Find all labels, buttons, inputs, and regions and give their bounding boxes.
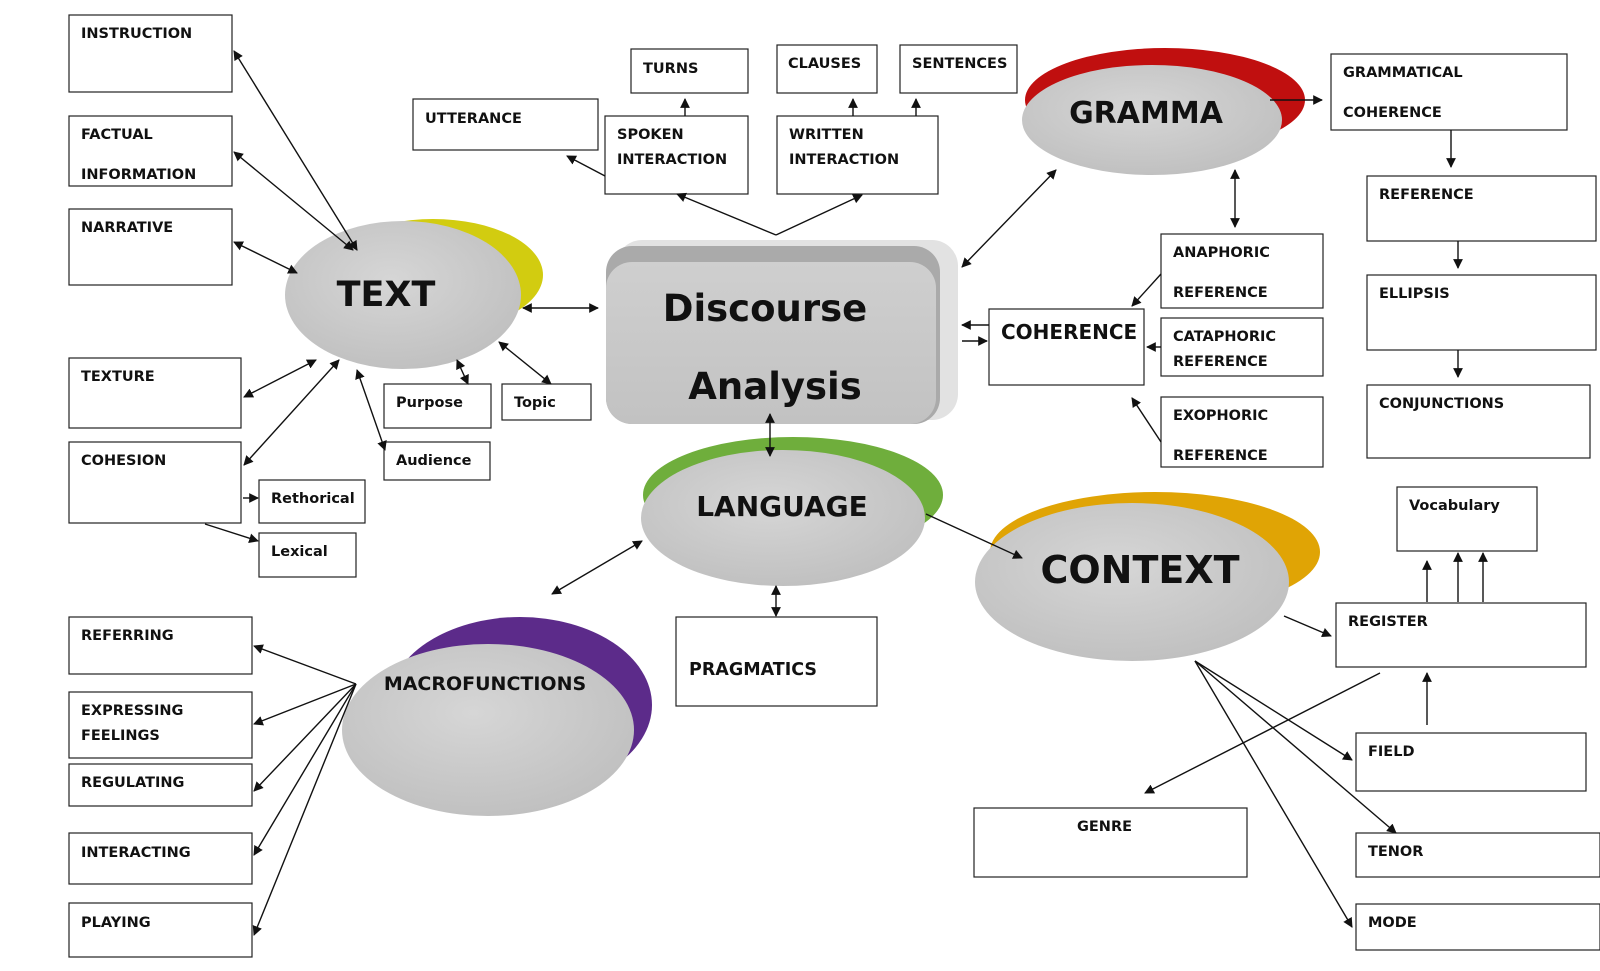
svg-text:SPOKEN: SPOKEN: [617, 127, 684, 143]
box-register: REGISTER: [1335, 602, 1587, 668]
node-grammar: GRAMMA: [1022, 48, 1305, 175]
svg-text:MODE: MODE: [1368, 915, 1417, 931]
svg-text:UTTERANCE: UTTERANCE: [425, 111, 522, 127]
svg-text:INTERACTION: INTERACTION: [789, 152, 899, 168]
node-grammar-label: GRAMMA: [1069, 96, 1224, 131]
svg-text:PRAGMATICS: PRAGMATICS: [689, 660, 817, 680]
svg-text:REGULATING: REGULATING: [81, 775, 184, 791]
box-utterance: UTTERANCE: [412, 98, 599, 151]
svg-text:FEELINGS: FEELINGS: [81, 728, 160, 744]
box-exophoric-reference: EXOPHORIC REFERENCE: [1160, 396, 1324, 468]
box-lexical: Lexical: [258, 532, 357, 578]
box-spoken-interaction: SPOKEN INTERACTION: [604, 115, 749, 195]
svg-text:COHERENCE: COHERENCE: [1343, 105, 1442, 121]
box-coherence: COHERENCE: [988, 308, 1145, 386]
box-cohesion: COHESION: [68, 441, 242, 524]
svg-text:REFERENCE: REFERENCE: [1173, 285, 1268, 301]
node-context: CONTEXT: [975, 492, 1320, 661]
svg-text:FIELD: FIELD: [1368, 744, 1414, 760]
box-conjunctions: CONJUNCTIONS: [1366, 384, 1591, 459]
box-ellipsis: ELLIPSIS: [1366, 274, 1597, 351]
node-language-label: LANGUAGE: [696, 490, 868, 523]
box-vocabulary: Vocabulary: [1396, 486, 1538, 552]
box-referring: REFERRING: [68, 616, 253, 675]
svg-text:COHERENCE: COHERENCE: [1001, 320, 1137, 344]
svg-text:WRITTEN: WRITTEN: [789, 127, 864, 143]
box-narrative: NARRATIVE: [68, 208, 233, 286]
box-playing: PLAYING: [68, 902, 253, 958]
svg-text:INSTRUCTION: INSTRUCTION: [81, 26, 192, 42]
box-field: FIELD: [1355, 732, 1587, 792]
box-genre: GENRE: [973, 807, 1248, 878]
box-anaphoric-reference: ANAPHORIC REFERENCE: [1160, 233, 1324, 309]
box-written-interaction: WRITTEN INTERACTION: [776, 115, 939, 195]
connectors: [204, 50, 1488, 936]
box-sentences: SENTENCES: [899, 44, 1018, 94]
svg-text:EXPRESSING: EXPRESSING: [81, 703, 183, 719]
svg-text:TEXTURE: TEXTURE: [81, 369, 155, 385]
box-regulating: REGULATING: [68, 763, 253, 807]
svg-text:PLAYING: PLAYING: [81, 915, 151, 931]
node-text-label: TEXT: [337, 275, 436, 315]
box-texture: TEXTURE: [68, 357, 242, 429]
svg-text:CLAUSES: CLAUSES: [788, 56, 861, 72]
svg-text:FACTUAL: FACTUAL: [81, 127, 153, 143]
box-interacting: INTERACTING: [68, 832, 253, 885]
svg-text:TURNS: TURNS: [643, 61, 698, 77]
node-language: LANGUAGE: [641, 437, 943, 586]
svg-text:REFERRING: REFERRING: [81, 628, 174, 644]
svg-text:Audience: Audience: [396, 453, 472, 469]
center-title-line1: Discourse: [663, 287, 867, 330]
svg-text:EXOPHORIC: EXOPHORIC: [1173, 408, 1268, 424]
center-discourse-analysis: Discourse Analysis: [606, 240, 958, 424]
box-topic: Topic: [501, 383, 592, 421]
svg-text:CONJUNCTIONS: CONJUNCTIONS: [1379, 396, 1504, 412]
svg-text:Topic: Topic: [514, 395, 556, 411]
svg-text:NARRATIVE: NARRATIVE: [81, 220, 173, 236]
svg-text:TENOR: TENOR: [1368, 844, 1423, 860]
svg-text:Purpose: Purpose: [396, 395, 463, 411]
svg-text:ANAPHORIC: ANAPHORIC: [1173, 245, 1270, 261]
box-factual-information: FACTUAL INFORMATION: [68, 115, 233, 187]
svg-text:Vocabulary: Vocabulary: [1409, 498, 1500, 514]
box-mode: MODE: [1355, 903, 1600, 951]
svg-text:COHESION: COHESION: [81, 453, 166, 469]
svg-text:GRAMMATICAL: GRAMMATICAL: [1343, 65, 1463, 81]
box-turns: TURNS: [630, 48, 749, 94]
box-purpose: Purpose: [383, 383, 492, 429]
box-rethorical: Rethorical: [258, 479, 366, 524]
svg-text:SENTENCES: SENTENCES: [912, 56, 1007, 72]
box-pragmatics: PRAGMATICS: [675, 616, 878, 707]
node-macrofunctions-label: MACROFUNCTIONS: [384, 673, 586, 695]
box-instruction: INSTRUCTION: [68, 14, 233, 93]
center-title-line2: Analysis: [688, 365, 861, 408]
svg-text:REFERENCE: REFERENCE: [1173, 354, 1268, 370]
svg-text:CATAPHORIC: CATAPHORIC: [1173, 329, 1276, 345]
svg-text:Rethorical: Rethorical: [271, 491, 355, 507]
box-grammatical-coherence: GRAMMATICAL COHERENCE: [1330, 53, 1568, 131]
svg-text:REGISTER: REGISTER: [1348, 614, 1428, 630]
svg-text:Lexical: Lexical: [271, 544, 328, 560]
svg-text:INTERACTION: INTERACTION: [617, 152, 727, 168]
svg-text:ELLIPSIS: ELLIPSIS: [1379, 286, 1450, 302]
box-audience: Audience: [383, 441, 491, 481]
box-tenor: TENOR: [1355, 832, 1600, 878]
svg-text:INTERACTING: INTERACTING: [81, 845, 191, 861]
box-reference: REFERENCE: [1366, 175, 1597, 242]
box-cataphoric-reference: CATAPHORIC REFERENCE: [1160, 317, 1324, 377]
svg-text:INFORMATION: INFORMATION: [81, 167, 196, 183]
svg-text:REFERENCE: REFERENCE: [1379, 187, 1474, 203]
box-expressing-feelings: EXPRESSING FEELINGS: [68, 691, 253, 759]
node-text: TEXT: [285, 219, 543, 369]
node-context-label: CONTEXT: [1040, 548, 1239, 592]
node-macrofunctions: MACROFUNCTIONS: [342, 617, 652, 816]
box-clauses: CLAUSES: [776, 44, 878, 94]
svg-text:REFERENCE: REFERENCE: [1173, 448, 1268, 464]
svg-text:GENRE: GENRE: [1077, 819, 1132, 835]
